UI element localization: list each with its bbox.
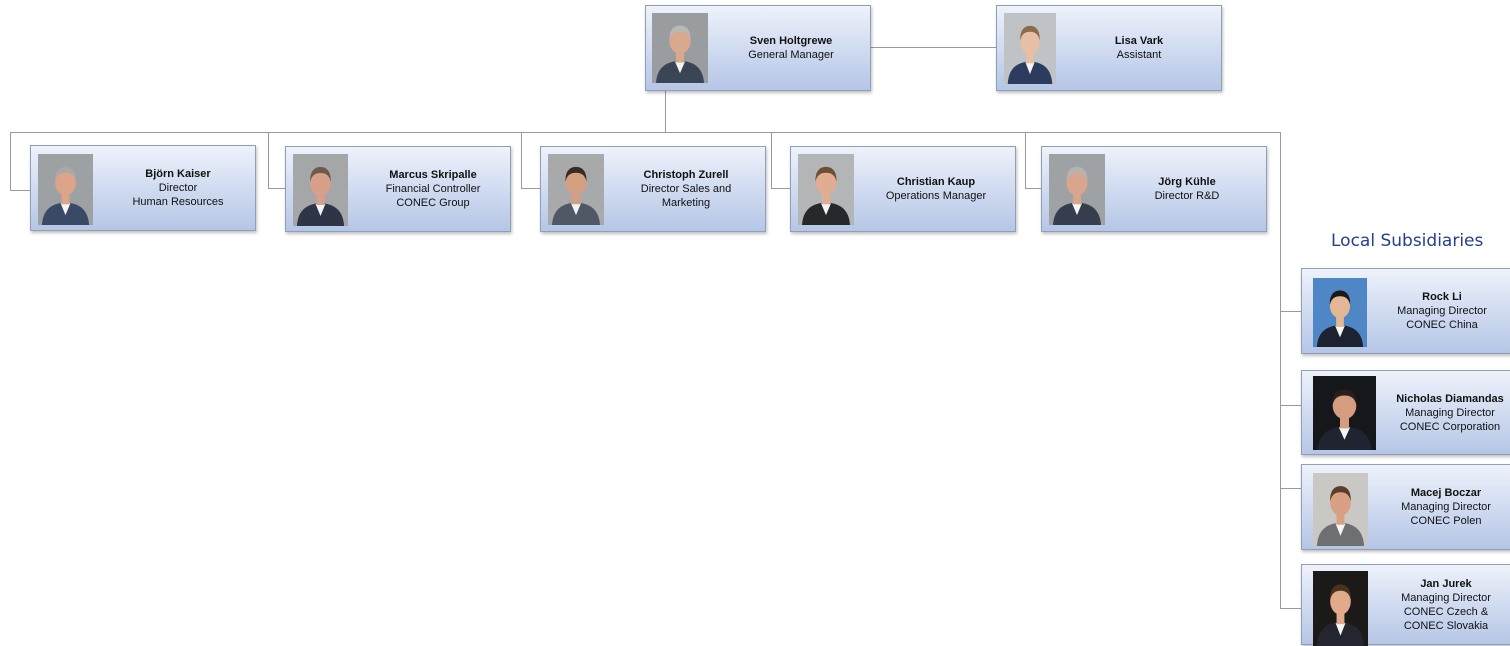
connector-drop-4: [771, 132, 772, 189]
person-role: Director: [158, 182, 198, 194]
person-text: Nicholas Diamandas Managing Director CON…: [1380, 371, 1510, 454]
connector-gm-down: [665, 90, 666, 132]
org-box-subsidiary: Rock Li Managing Director CONEC China: [1301, 268, 1510, 354]
person-role: Managing Director: [1405, 406, 1495, 419]
connector-gm-assistant: [870, 47, 996, 48]
person-photo: [548, 154, 604, 225]
person-text: Lisa Vark Assistant: [1061, 6, 1217, 90]
person-text: Marcus Skripalle Financial Controller CO…: [360, 147, 506, 231]
org-box-subsidiary: Jan Jurek Managing Director CONEC Czech …: [1301, 564, 1510, 646]
person-name: Rock Li: [1422, 291, 1462, 303]
person-photo: [1049, 154, 1105, 225]
person-name: Christian Kaup: [896, 176, 976, 188]
person-text: Christoph Zurell Director Sales and Mark…: [611, 147, 761, 231]
connector-stub-4: [771, 188, 790, 189]
person-role: CONEC Group: [396, 197, 470, 209]
person-name: Jörg Kühle: [1158, 176, 1216, 188]
person-photo: [1313, 473, 1368, 546]
connector-subsidiaries-vertical: [1280, 132, 1281, 609]
person-role: Managing Director: [1397, 305, 1487, 317]
person-text: Björn Kaiser Director Human Resources: [105, 146, 251, 230]
person-text: Macej Boczar Managing Director CONEC Pol…: [1376, 465, 1510, 549]
org-box-director: Christian Kaup Operations Manager: [790, 146, 1016, 232]
person-text: Jan Jurek Managing Director CONEC Czech …: [1376, 565, 1510, 644]
person-role: General Manager: [748, 49, 834, 61]
person-role: Human Resources: [132, 196, 224, 208]
person-role: Managing Director: [1401, 591, 1491, 604]
connector-horizontal-bus: [10, 132, 1280, 133]
person-role: CONEC Corporation: [1399, 420, 1501, 433]
person-text: Sven Holtgrewe General Manager: [716, 6, 866, 90]
person-name: Nicholas Diamandas: [1396, 392, 1504, 405]
person-name: Christoph Zurell: [643, 169, 729, 181]
connector-sub-stub-4: [1280, 608, 1301, 609]
org-box-director: Björn Kaiser Director Human Resources: [30, 145, 256, 231]
person-text: Christian Kaup Operations Manager: [861, 147, 1011, 231]
connector-drop-1: [10, 132, 11, 191]
person-photo: [1004, 13, 1056, 84]
person-name: Jan Jurek: [1420, 577, 1472, 590]
connector-stub-3: [521, 188, 540, 189]
person-role: CONEC Slovakia: [1403, 619, 1489, 632]
section-title-local-subsidiaries: Local Subsidiaries: [1331, 231, 1484, 251]
person-text: Rock Li Managing Director CONEC China: [1372, 269, 1510, 353]
connector-sub-stub-1: [1280, 311, 1301, 312]
person-role: Assistant: [1116, 49, 1162, 61]
person-photo: [293, 154, 348, 226]
connector-stub-5: [1025, 188, 1041, 189]
org-box-director: Jörg Kühle Director R&D: [1041, 146, 1267, 232]
person-role: Director R&D: [1154, 190, 1220, 202]
person-role: CONEC China: [1406, 319, 1478, 331]
person-role: CONEC Polen: [1410, 515, 1482, 527]
person-photo: [652, 13, 708, 83]
connector-stub-2: [268, 188, 286, 189]
person-photo: [1313, 278, 1367, 347]
connector-drop-2: [268, 132, 269, 189]
person-text: Jörg Kühle Director R&D: [1112, 147, 1262, 231]
connector-sub-stub-2: [1280, 405, 1301, 406]
person-photo: [798, 154, 854, 225]
org-box-subsidiary: Macej Boczar Managing Director CONEC Pol…: [1301, 464, 1510, 550]
org-box-assistant: Lisa Vark Assistant: [996, 5, 1222, 91]
connector-stub-1: [10, 190, 31, 191]
org-box-subsidiary: Nicholas Diamandas Managing Director CON…: [1301, 370, 1510, 455]
person-role: Director Sales and: [640, 183, 732, 195]
person-name: Lisa Vark: [1114, 35, 1164, 47]
person-photo: [1313, 571, 1368, 646]
person-role: Operations Manager: [885, 190, 987, 202]
org-box-director: Christoph Zurell Director Sales and Mark…: [540, 146, 766, 232]
person-role: CONEC Czech &: [1403, 605, 1489, 618]
person-photo: [38, 154, 93, 225]
org-box-general-manager: Sven Holtgrewe General Manager: [645, 5, 871, 91]
person-name: Björn Kaiser: [145, 168, 211, 180]
person-role: Managing Director: [1401, 501, 1491, 513]
org-box-director: Marcus Skripalle Financial Controller CO…: [285, 146, 511, 232]
person-role: Financial Controller: [385, 183, 481, 195]
person-photo: [1313, 376, 1376, 450]
person-name: Sven Holtgrewe: [749, 35, 833, 47]
person-name: Marcus Skripalle: [389, 169, 477, 181]
person-name: Macej Boczar: [1410, 487, 1482, 499]
connector-drop-5: [1025, 132, 1026, 189]
person-role: Marketing: [661, 197, 711, 209]
connector-drop-3: [521, 132, 522, 189]
connector-sub-stub-3: [1280, 488, 1301, 489]
